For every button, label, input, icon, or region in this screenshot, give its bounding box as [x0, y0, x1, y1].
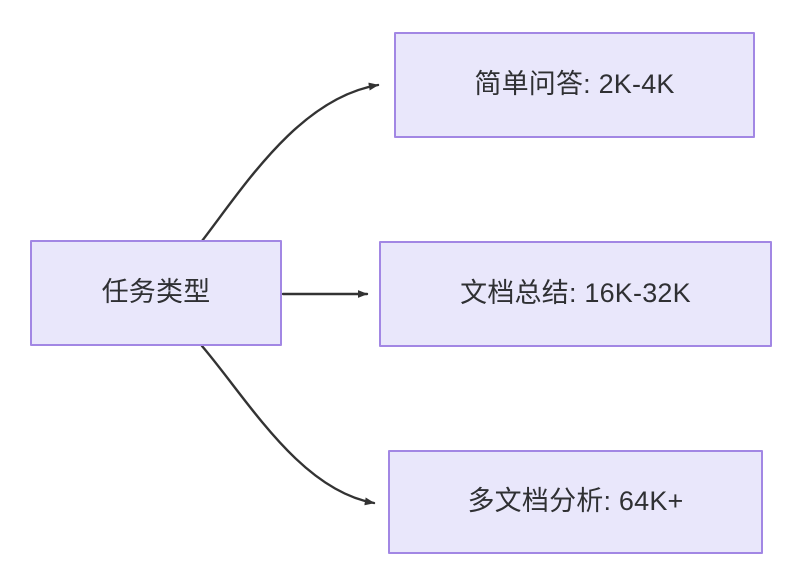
node-multi-doc-analysis[interactable]: 多文档分析: 64K+ — [388, 450, 763, 554]
node-doc-summary[interactable]: 文档总结: 16K-32K — [379, 241, 772, 347]
edge-task-type-to-simple-qa — [200, 82, 380, 243]
node-simple-qa[interactable]: 简单问答: 2K-4K — [394, 32, 755, 138]
node-simple-qa-label: 简单问答: 2K-4K — [474, 69, 675, 100]
node-multi-doc-analysis-label: 多文档分析: 64K+ — [467, 486, 684, 517]
edge-task-type-to-multi-doc-analysis — [200, 344, 376, 506]
node-doc-summary-label: 文档总结: 16K-32K — [460, 278, 691, 309]
node-task-type[interactable]: 任务类型 — [30, 240, 282, 346]
node-task-type-label: 任务类型 — [101, 277, 211, 308]
